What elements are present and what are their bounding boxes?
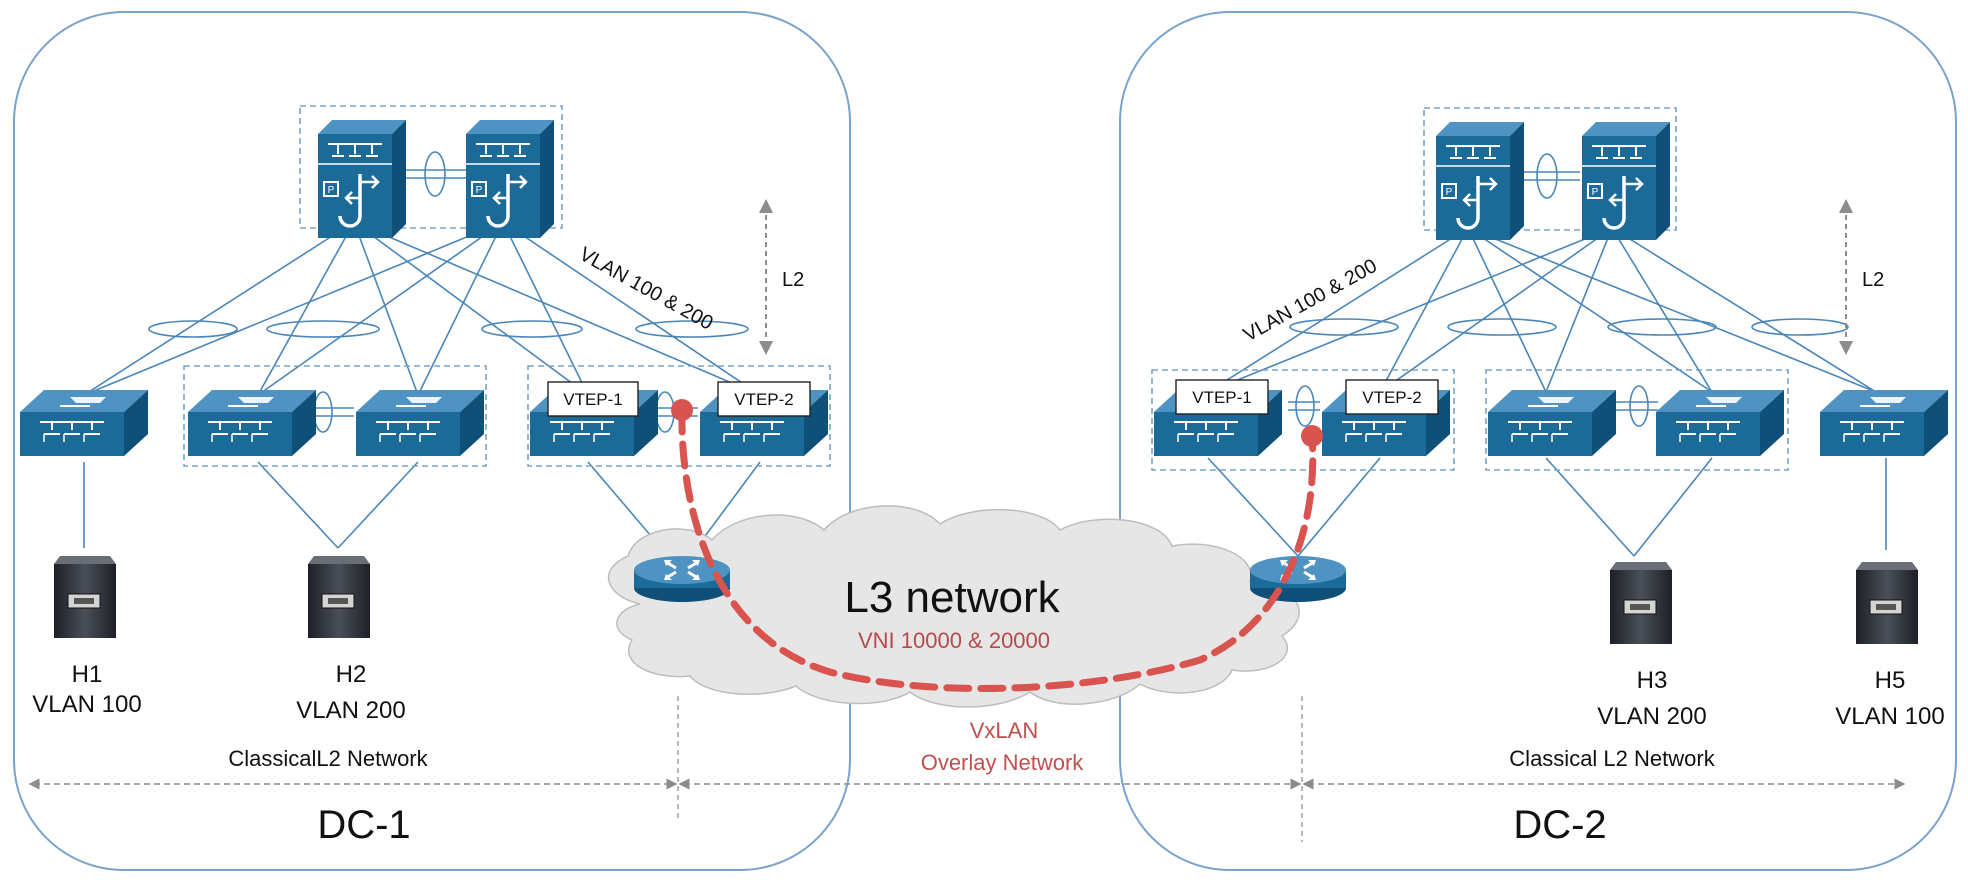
dc1-vtep-2-box: [717, 381, 811, 417]
l3-network-title: L3 network: [844, 573, 1060, 622]
overlay-label-line1: VxLAN: [970, 718, 1038, 743]
dc2-network-label: Classical L2 Network: [1509, 746, 1715, 771]
l3-vni-label: VNI 10000 & 20000: [858, 628, 1050, 653]
l3-cloud: [607, 505, 1300, 708]
host-h1-vlan: VLAN 100: [32, 691, 141, 718]
host-h5-name: H5: [1875, 667, 1906, 694]
dc1-vtep-pair-group: [527, 365, 831, 467]
dc2-title: DC-2: [1513, 803, 1606, 847]
dc1-spine-1-icon: [316, 118, 408, 240]
dc2-leaf-b-icon: [1655, 389, 1785, 457]
dc1-leaf-h1-icon: [19, 389, 149, 457]
dc2-port-channels: [1289, 153, 1849, 427]
dc1-server-h2-icon: [307, 555, 371, 639]
dc2-links: [1207, 171, 1887, 557]
dc2-leaf-a-icon: [1487, 389, 1617, 457]
host-h5-vlan: VLAN 100: [1835, 703, 1944, 730]
dc2-vtep-1-box: [1175, 379, 1269, 415]
dc1-vtep-1-label: VTEP-1: [563, 390, 623, 409]
dc2-vtep-pair-group: [1151, 369, 1455, 471]
dc1-links: [83, 169, 761, 571]
dc2-leaf-pair-group: [1485, 369, 1789, 471]
host-h1-name: H1: [72, 661, 103, 688]
dc1-spine-2-icon: [464, 118, 556, 240]
dc2-vtep-2-label: VTEP-2: [1362, 388, 1422, 407]
dc2-edge-router-icon: [1248, 554, 1348, 604]
dc1-boundary: [13, 11, 851, 871]
vxlan-tunnel: [678, 406, 1317, 693]
dc1-spine-group: [299, 105, 563, 229]
dc2-spine-1-icon: [1434, 120, 1526, 242]
dc2-spine-group: [1423, 107, 1677, 231]
dc1-leaf-pair-group: [183, 365, 487, 467]
dc2-vtep-1-label: VTEP-1: [1192, 388, 1252, 407]
host-h2-name: H2: [336, 661, 367, 688]
dc2-vtep-2-box: [1345, 379, 1439, 415]
dc1-server-h1-icon: [53, 555, 117, 639]
dc2-vtep-endpoint: [1301, 425, 1323, 447]
dc2-leaf-h5-icon: [1819, 389, 1949, 457]
dc2-server-h3-icon: [1609, 561, 1673, 645]
dc1-vtep-1-box: [547, 381, 639, 417]
host-h3-name: H3: [1637, 667, 1668, 694]
dc1-leaf-a-icon: [187, 389, 317, 457]
dc2-spine-2-icon: [1580, 120, 1672, 242]
dc1-network-label: ClassicalL2 Network: [228, 746, 428, 771]
dc2-l2-label: L2: [1862, 269, 1884, 291]
dc1-l2-label: L2: [782, 269, 804, 291]
overlay-label-line2: Overlay Network: [921, 750, 1085, 775]
dc1-vlan-label: VLAN 100 & 200: [576, 243, 717, 334]
host-h3-vlan: VLAN 200: [1597, 703, 1706, 730]
dc2-server-h5-icon: [1855, 561, 1919, 645]
dc1-vtep-endpoint: [671, 399, 693, 421]
dc1-title: DC-1: [317, 803, 410, 847]
dc1-vtep-2-label: VTEP-2: [734, 390, 794, 409]
dc1-leaf-b-icon: [355, 389, 485, 457]
host-h2-vlan: VLAN 200: [296, 697, 405, 724]
dc2-boundary: [1119, 11, 1957, 871]
